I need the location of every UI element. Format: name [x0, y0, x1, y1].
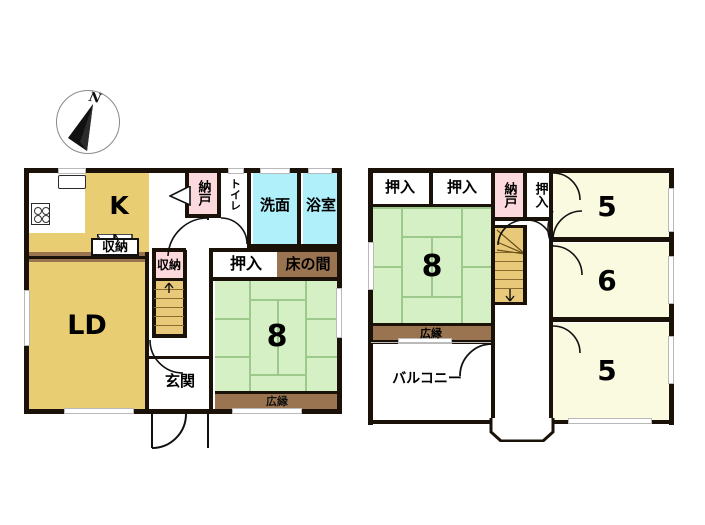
tokonoma-fill	[277, 250, 339, 280]
oshiire-2f-b-fill	[433, 171, 491, 205]
washitsu-8-2f-label: 8	[421, 249, 443, 284]
nando-2f-fill	[495, 171, 523, 219]
bathroom-fill	[303, 171, 339, 245]
hiroen-2f-fill	[371, 325, 491, 341]
tokonoma-label: 床の間	[285, 254, 331, 273]
room-5b-label: 5	[597, 354, 617, 387]
oshiire-2f-c-label: 押入	[532, 182, 548, 208]
corridor-bay-outline	[489, 418, 555, 442]
kitchen-label: K	[109, 190, 129, 220]
closet-stair-fill	[154, 252, 184, 278]
oshiire-2f-a-label: 押入	[384, 177, 415, 196]
washroom-fill	[253, 171, 297, 245]
door-swing	[164, 217, 209, 258]
closet-stair-label: 収納	[156, 258, 181, 272]
window	[668, 188, 674, 232]
nando-2f-label: 納戸	[501, 182, 517, 208]
north-arrow-compass: N	[56, 90, 120, 154]
oshiire-2f-c-fill	[527, 171, 553, 219]
room-5a-label: 5	[597, 190, 617, 223]
nando-1f-label: 納戸	[195, 180, 211, 206]
door-swing	[552, 325, 583, 354]
hiroen-1f-label: 広縁	[266, 394, 288, 408]
door-swing	[526, 219, 553, 246]
door-swing	[552, 210, 585, 241]
window	[232, 408, 302, 414]
door-swing	[552, 172, 583, 201]
window	[64, 408, 134, 414]
oshiire-2f-a-fill	[371, 171, 429, 205]
living-dining-floor	[27, 259, 149, 409]
oshiire-1f-label: 押入	[229, 254, 262, 273]
window	[24, 290, 30, 346]
window	[668, 336, 674, 384]
washitsu-8-label: 8	[266, 319, 288, 354]
window	[368, 242, 374, 290]
window	[308, 168, 332, 174]
window	[58, 168, 86, 174]
kitchen-stove-icon	[31, 203, 50, 225]
nando-door-icon	[169, 186, 191, 206]
first-floor-plan: K LD 納戸 トイレ 洗面 浴室 収納 収納 押入 床の間 8 広縁 玄関	[24, 168, 342, 449]
window	[336, 288, 342, 338]
nando-1f-fill	[189, 171, 217, 215]
door-swing	[496, 219, 526, 246]
stairs-up-arrow-icon	[164, 282, 174, 293]
genkan-label: 玄関	[164, 371, 195, 390]
door-swing	[220, 217, 251, 246]
stairs-down-arrow-icon	[505, 289, 515, 302]
compass-needle-icon	[68, 104, 93, 151]
door-swing	[149, 339, 190, 374]
kitchen-sink-icon	[58, 175, 86, 189]
room-5b-fill	[553, 323, 671, 420]
toilet-fill	[223, 171, 247, 215]
bathroom-label: 浴室	[305, 195, 336, 214]
door-swing	[547, 210, 585, 276]
balcony-fill	[371, 344, 491, 420]
closet-kitchen-label: 収納	[91, 238, 139, 256]
genkan-fill	[149, 358, 209, 409]
window	[228, 168, 244, 174]
washroom-label: 洗面	[259, 195, 290, 214]
living-dining-label: LD	[67, 309, 107, 341]
hiroen-1f-fill	[215, 393, 339, 409]
toilet-label: トイレ	[228, 177, 242, 211]
window	[668, 256, 674, 304]
room-6-fill	[553, 243, 671, 319]
balcony-label: バルコニー	[392, 371, 462, 387]
window	[398, 338, 452, 344]
balcony-door-swing[interactable]	[459, 343, 494, 378]
oshiire-2f-b-label: 押入	[446, 177, 477, 196]
oshiire-1f-fill	[215, 250, 277, 280]
hiroen-2f-label: 広縁	[420, 326, 442, 340]
window	[260, 168, 290, 174]
second-floor-plan: 押入 押入 納戸 押入 8 広縁 バルコニー 5 6 5	[368, 168, 674, 444]
window	[568, 418, 652, 424]
entrance-door-swing[interactable]	[151, 413, 210, 450]
room-6-label: 6	[597, 264, 617, 297]
